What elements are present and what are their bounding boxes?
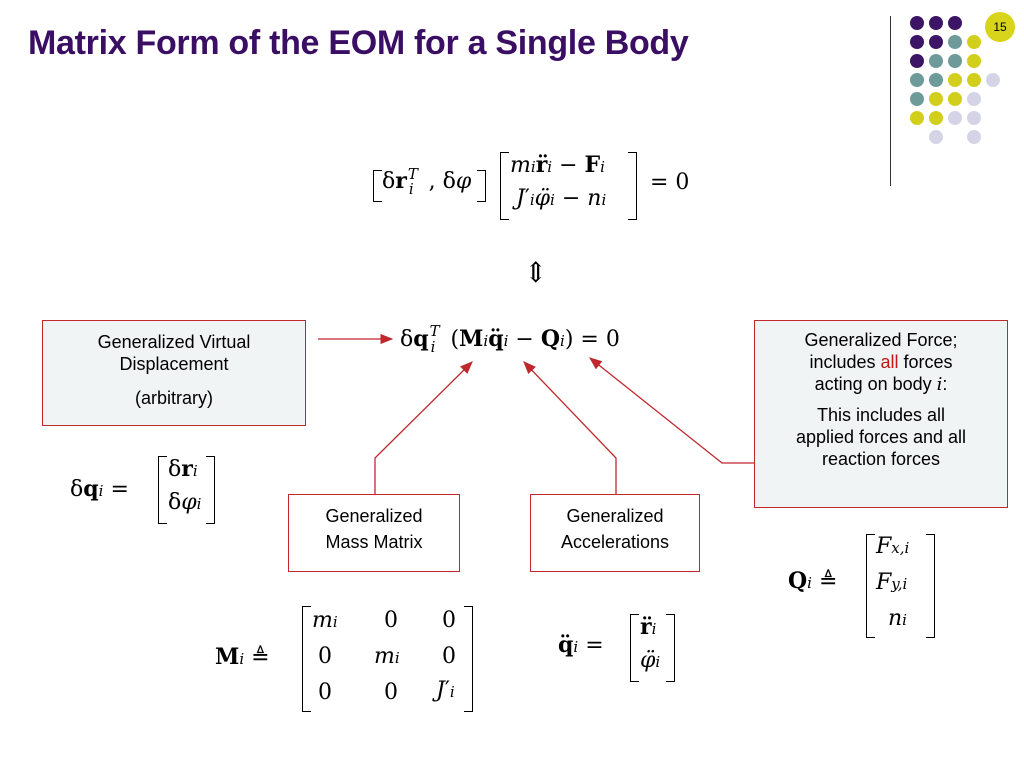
decorative-dot [967, 111, 981, 125]
box-text: : [942, 374, 948, 394]
box-text: acting on body [814, 374, 937, 394]
decorative-dot [967, 54, 981, 68]
box-text: Displacement [119, 354, 229, 374]
decorative-dot [929, 73, 943, 87]
decorative-dot [986, 73, 1000, 87]
box-text: Generalized Force; [804, 330, 958, 350]
decorative-dot [948, 73, 962, 87]
decorative-dot [948, 92, 962, 106]
box-text: Generalized Virtual [97, 332, 251, 352]
generalized-eom-equation: δqTi (Miq̈i − Qi) = 0 [400, 322, 620, 356]
virtual-displacement-box: Generalized Virtual Displacement (arbitr… [42, 320, 306, 426]
decorative-dot [910, 111, 924, 125]
box-text: forces [898, 352, 953, 372]
decorative-dot [967, 130, 981, 144]
decorative-dot [967, 92, 981, 106]
box-text: reaction forces [821, 449, 941, 469]
decorative-dot [967, 35, 981, 49]
decorative-dot [948, 111, 962, 125]
decorative-dot [910, 54, 924, 68]
up-down-double-arrow-icon: ⇕ [524, 256, 548, 289]
mass-matrix-box: Generalized Mass Matrix [288, 494, 460, 572]
decorative-dot [910, 92, 924, 106]
box-text: Generalized [566, 506, 664, 526]
highlight-text: all [880, 352, 899, 372]
decorative-dot [910, 73, 924, 87]
box-text: includes all forces [755, 351, 1007, 373]
box-text: Mass Matrix [325, 532, 423, 552]
decorative-dot [910, 16, 924, 30]
box-text: includes [809, 352, 881, 372]
arrow-mass-matrix [374, 361, 473, 494]
box-text: applied forces and all [795, 427, 967, 447]
page-number-badge: 15 [985, 12, 1015, 42]
generalized-force-box: Generalized Force; includes all forces a… [754, 320, 1008, 508]
arrow-accelerations [523, 361, 617, 494]
box-text: Generalized [325, 506, 423, 526]
decorative-dot [910, 35, 924, 49]
decorative-dot [929, 54, 943, 68]
accelerations-box: Generalized Accelerations [530, 494, 700, 572]
decorative-dot [967, 73, 981, 87]
decorative-dot [929, 130, 943, 144]
decorative-dot [948, 35, 962, 49]
decorative-dot [929, 111, 943, 125]
divider-line [890, 16, 891, 186]
decorative-dot [929, 35, 943, 49]
box-text: Accelerations [560, 532, 670, 552]
arrow-generalized-force [588, 357, 754, 464]
box-variable: i [936, 374, 943, 395]
decorative-dot [948, 54, 962, 68]
decorative-dot [929, 16, 943, 30]
box-text: (arbitrary) [134, 388, 213, 408]
decorative-dot [929, 92, 943, 106]
box-text: acting on body i: [755, 373, 1007, 396]
slide-title: Matrix Form of the EOM for a Single Body [28, 24, 689, 62]
decorative-dot [948, 16, 962, 30]
box-text: This includes all [816, 405, 946, 425]
